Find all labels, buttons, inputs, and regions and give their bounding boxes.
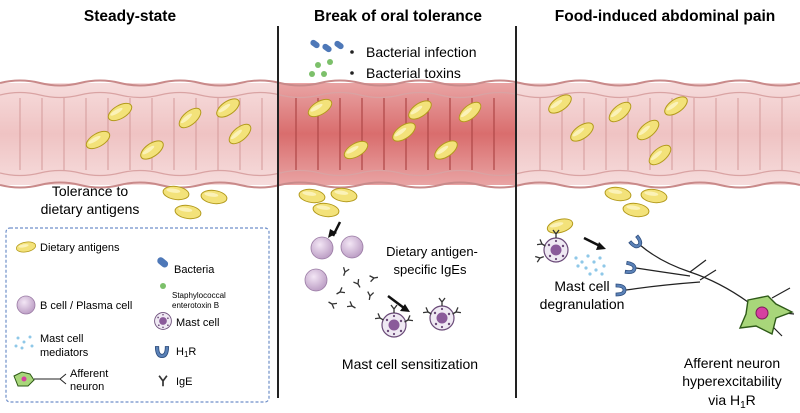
arrow-icon xyxy=(596,242,606,250)
ige-icon xyxy=(340,266,350,278)
arrow-icon xyxy=(387,295,405,309)
dietary-antigen-icon xyxy=(199,188,229,206)
dietary-antigen-icon xyxy=(621,201,651,219)
ige-icon xyxy=(390,304,398,314)
trigger-bacterial-infection: Bacterial infection xyxy=(366,44,477,60)
dietary-antigen-icon xyxy=(311,201,341,219)
arrow-icon xyxy=(583,236,601,248)
title-food-induced-pain: Food-induced abdominal pain xyxy=(555,8,775,25)
b-cell-cluster xyxy=(304,235,364,292)
bacteria-icon xyxy=(157,257,169,268)
ige-icon xyxy=(352,278,364,290)
label-ige-line1: Dietary antigen- xyxy=(386,244,478,259)
label-ige-line2: specific IgEs xyxy=(394,262,467,277)
label-degranulation-line1: Mast cell xyxy=(554,278,609,294)
label-degranulation-line2: degranulation xyxy=(540,296,625,312)
neuron-icon xyxy=(13,371,67,387)
bacteria-icon xyxy=(334,40,344,50)
ige-icon xyxy=(534,253,546,263)
h1r-receptor-icon xyxy=(615,283,627,297)
label-mast-cell-sensitization: Mast cell sensitization xyxy=(342,356,478,372)
b-cell-icon xyxy=(340,235,364,259)
ige-scatter xyxy=(326,266,380,312)
dietary-antigen-icon xyxy=(545,215,575,237)
bacteria-cluster xyxy=(310,39,344,53)
bacteria-icon xyxy=(322,43,332,53)
ige-icon xyxy=(346,300,358,312)
h1r-receptor-icon xyxy=(628,234,645,251)
legend-dietary-antigens: Dietary antigens xyxy=(40,242,120,254)
caption-tolerance-line2: dietary antigens xyxy=(41,201,140,217)
ige-icon xyxy=(326,298,338,310)
ige-icon xyxy=(334,286,346,298)
legend-staph-line1: Staphylococcal xyxy=(172,291,226,300)
toxin-icon xyxy=(321,71,327,77)
legend-mast-cell: Mast cell xyxy=(176,317,219,329)
toxin-cluster xyxy=(309,59,333,77)
label-neuron-line1: Afferent neuron xyxy=(684,355,780,371)
legend-mast-mediators-line1: Mast cell xyxy=(40,333,83,345)
legend-staph-line2: enterotoxin B xyxy=(172,301,219,310)
mast-cell-icon xyxy=(429,305,455,331)
label-neuron-line3: via H1R xyxy=(708,392,756,411)
dietary-antigen-icon xyxy=(639,187,669,205)
title-steady-state: Steady-state xyxy=(84,8,177,25)
legend-neuron-line1: Afferent xyxy=(70,368,108,380)
legend-ige: IgE xyxy=(176,376,193,388)
afferent-neuron xyxy=(615,234,795,337)
mast-cell-icon xyxy=(154,312,172,330)
legend-b-cell: B cell / Plasma cell xyxy=(40,300,132,312)
mast-cell-icon xyxy=(381,312,407,338)
mediator-icon xyxy=(14,335,34,350)
b-cell-icon xyxy=(310,236,334,260)
toxin-icon xyxy=(309,71,315,77)
toxin-icon xyxy=(327,59,333,65)
caption-tolerance-line1: Tolerance to xyxy=(52,183,128,199)
legend: Dietary antigens Bacteria B cell / Plasm… xyxy=(5,227,270,403)
ige-icon xyxy=(438,297,446,307)
legend-h1r: H1R xyxy=(176,346,196,359)
toxin-icon xyxy=(315,62,321,68)
dietary-antigen-icon xyxy=(603,185,633,203)
title-break-of-tolerance: Break of oral tolerance xyxy=(314,8,482,25)
sensitized-mast-cells xyxy=(374,297,462,338)
trigger-bacterial-toxins: Bacterial toxins xyxy=(366,65,461,81)
bacteria-icon xyxy=(310,39,320,49)
mediator-icon xyxy=(574,256,578,260)
released-mediators xyxy=(574,254,606,276)
dietary-antigen-icon xyxy=(329,186,359,204)
toxin-icon xyxy=(160,283,166,289)
bullet-point xyxy=(350,71,354,75)
mast-cell-icon xyxy=(543,237,569,263)
ige-icon xyxy=(365,290,375,302)
legend-bacteria: Bacteria xyxy=(174,264,215,276)
arrow-icon xyxy=(400,304,410,312)
dietary-antigen-icon xyxy=(297,187,327,205)
bullet-point xyxy=(350,50,354,54)
legend-neuron-line2: neuron xyxy=(70,381,104,393)
legend-mast-mediators-line2: mediators xyxy=(40,347,89,359)
b-cell-icon xyxy=(304,268,328,292)
b-cell-icon xyxy=(16,295,36,315)
h1r-receptor-icon xyxy=(624,260,638,276)
legend-box xyxy=(5,227,270,403)
dietary-antigen-icon xyxy=(173,203,203,221)
label-neuron-line2: hyperexcitability xyxy=(682,373,782,389)
degranulating-mast-cell xyxy=(534,229,569,263)
arrow-icon xyxy=(328,229,337,238)
ige-icon xyxy=(368,273,380,283)
